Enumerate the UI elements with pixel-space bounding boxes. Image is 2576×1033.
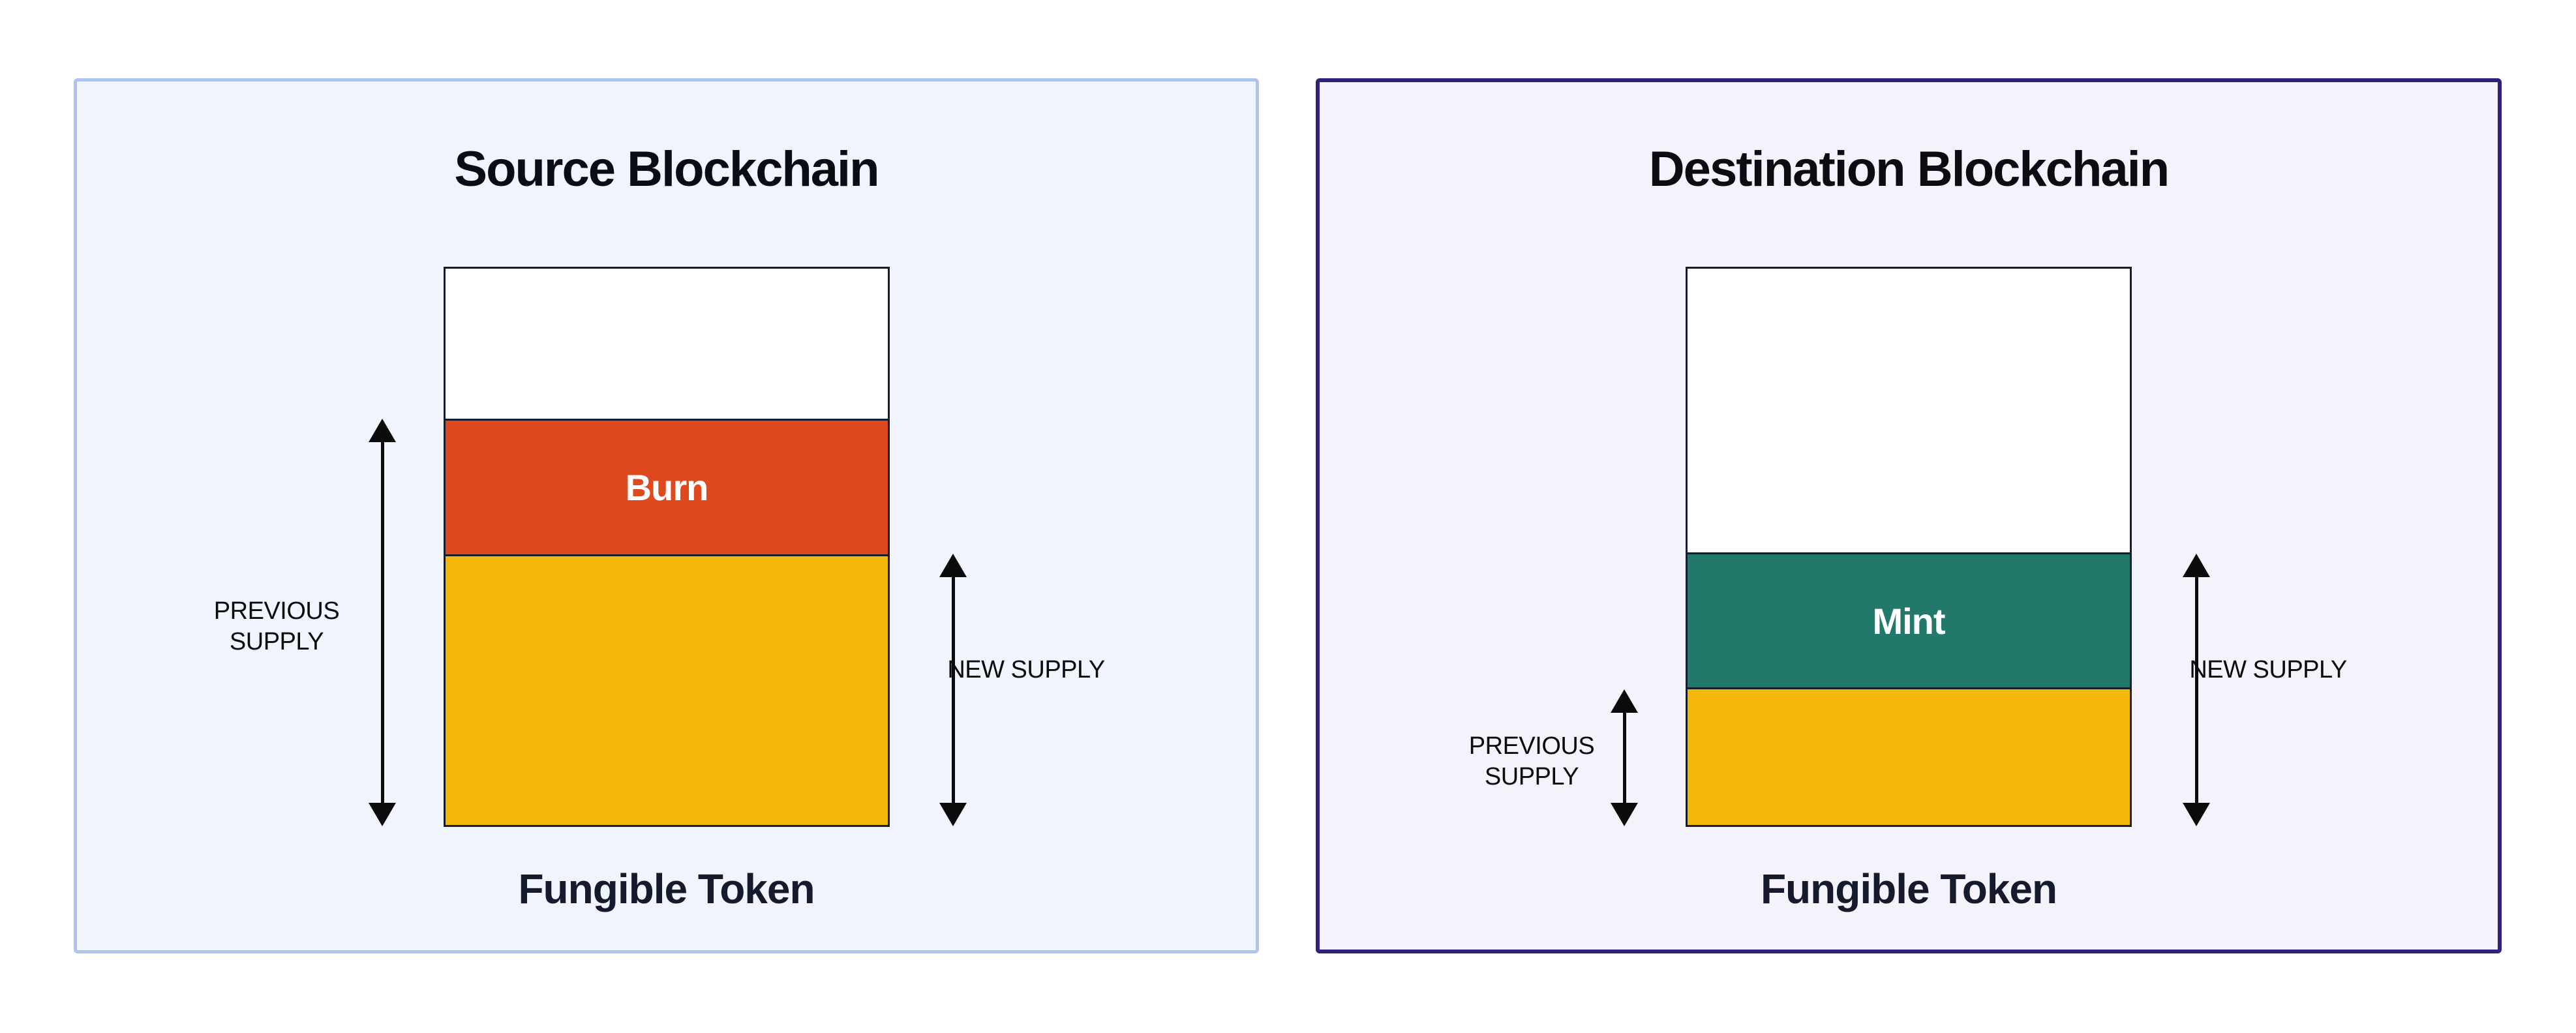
source-token-bar: Burn: [444, 267, 890, 827]
destination-new-supply-arrow: [2182, 554, 2211, 826]
burn-label: Burn: [625, 466, 709, 508]
arrow-shaft: [951, 576, 955, 804]
arrow-down-icon: [939, 803, 967, 826]
source-segment-burn: Burn: [446, 419, 888, 554]
source-segment-previous-supply: [446, 554, 888, 825]
arrow-shaft: [1622, 711, 1626, 804]
source-new-supply-label: NEW SUPPLY: [947, 656, 1105, 683]
arrow-down-icon: [1611, 803, 1638, 826]
arrow-shaft: [2194, 576, 2198, 804]
destination-segment-previous-supply: [1688, 687, 2130, 825]
destination-new-supply-label: NEW SUPPLY: [2189, 656, 2347, 683]
source-previous-supply-arrow: [368, 419, 397, 826]
destination-previous-supply-label: PREVIOUS SUPPLY: [1468, 732, 1595, 790]
destination-token-label: Fungible Token: [1760, 865, 2057, 912]
arrow-down-icon: [2183, 803, 2210, 826]
arrow-up-icon: [369, 419, 396, 442]
destination-token-bar: Mint: [1686, 267, 2132, 827]
source-token-label: Fungible Token: [518, 865, 815, 912]
arrow-down-icon: [369, 803, 396, 826]
mint-label: Mint: [1872, 600, 1945, 642]
arrow-shaft: [380, 441, 384, 804]
arrow-up-icon: [1611, 689, 1638, 713]
source-new-supply-arrow: [939, 554, 967, 826]
destination-previous-supply-arrow: [1610, 689, 1639, 826]
arrow-up-icon: [2183, 554, 2210, 577]
source-segment-unallocated: [446, 269, 888, 419]
source-previous-supply-label: PREVIOUS SUPPLY: [213, 597, 340, 655]
source-panel-title: Source Blockchain: [454, 142, 879, 197]
destination-panel-title: Destination Blockchain: [1648, 142, 2170, 197]
arrow-up-icon: [939, 554, 967, 577]
destination-segment-mint: Mint: [1688, 552, 2130, 687]
destination-segment-unallocated: [1688, 269, 2130, 553]
